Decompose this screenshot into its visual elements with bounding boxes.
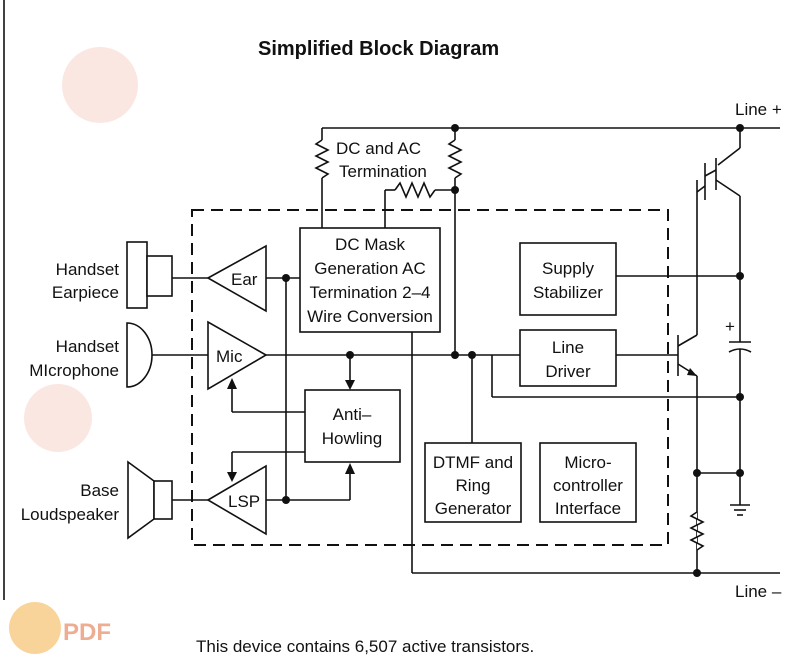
pdf-logo-text: PDF [63, 619, 111, 646]
supply-line2: Stabilizer [533, 283, 603, 302]
arrow-down-icon [345, 380, 355, 390]
supply-line1: Supply [542, 259, 594, 278]
lsp-amp-label: LSP [228, 492, 260, 511]
line-driver-line1: Line [552, 338, 584, 357]
resistor-icon [394, 180, 436, 200]
microcontroller-block [539, 442, 637, 523]
watermark-logo-middle [24, 384, 92, 452]
pdf-logo-icon [9, 602, 61, 654]
mic-amp-label: Mic [216, 347, 243, 366]
resistor-icon [314, 139, 330, 179]
dtmf-line2: Ring [456, 476, 491, 495]
ear-amp-label: Ear [231, 270, 258, 289]
capacitor-icon [728, 276, 752, 505]
line-driver-line2: Driver [545, 362, 591, 381]
resistor-icon [447, 139, 463, 179]
transistor-icon [696, 128, 741, 335]
earpiece-icon [126, 241, 173, 309]
loudspeaker-icon [127, 460, 173, 540]
loudspeaker-label-line1: Base [80, 481, 119, 500]
anti-howling-block [304, 389, 401, 463]
anti-howling-line1: Anti– [333, 405, 372, 424]
watermark-logo-top [62, 47, 138, 123]
capacitor-polarity: + [725, 317, 735, 336]
termination-label-line2: Termination [339, 162, 427, 181]
dtmf-block [424, 442, 522, 523]
anti-howling-line2: Howling [322, 429, 382, 448]
earpiece-label-line1: Handset [56, 260, 120, 279]
line-plus-label: Line + [735, 100, 782, 119]
dtmf-line1: DTMF and [433, 453, 513, 472]
junction [736, 469, 744, 477]
dc-mask-line3: Termination 2–4 [310, 283, 431, 302]
line-driver-block [519, 329, 617, 387]
termination-network: DC and AC Termination [314, 128, 463, 355]
arrow-up-icon [227, 378, 237, 389]
junction [451, 351, 459, 359]
dc-mask-block [299, 227, 441, 333]
line-minus-label: Line – [735, 582, 782, 601]
watermark: PDF [9, 47, 138, 654]
transistor-count-note: This device contains 6,507 active transi… [196, 637, 534, 656]
junction [282, 496, 290, 504]
microphone-label-line2: MIcrophone [29, 361, 119, 380]
dtmf-line3: Generator [435, 499, 512, 518]
ground-icon [730, 504, 750, 516]
loudspeaker-label-line2: Loudspeaker [21, 505, 120, 524]
termination-label-line1: DC and AC [336, 139, 421, 158]
arrow-up-icon [345, 463, 355, 474]
ic-boundary [191, 209, 669, 546]
dc-mask-line1: DC Mask [335, 235, 405, 254]
micro-line2: controller [553, 476, 623, 495]
arrow-down-icon [227, 472, 237, 482]
microphone-label-line1: Handset [56, 337, 120, 356]
earpiece-label-line2: Earpiece [52, 283, 119, 302]
micro-line3: Interface [555, 499, 621, 518]
micro-line1: Micro- [564, 453, 611, 472]
dc-mask-line4: Wire Conversion [307, 307, 433, 326]
transistor-icon [677, 334, 740, 573]
diagram-title: Simplified Block Diagram [258, 38, 499, 60]
dc-mask-line2: Generation AC [314, 259, 426, 278]
microphone-icon [126, 322, 153, 388]
supply-stabilizer-block [519, 242, 617, 316]
resistor-icon [689, 511, 705, 551]
